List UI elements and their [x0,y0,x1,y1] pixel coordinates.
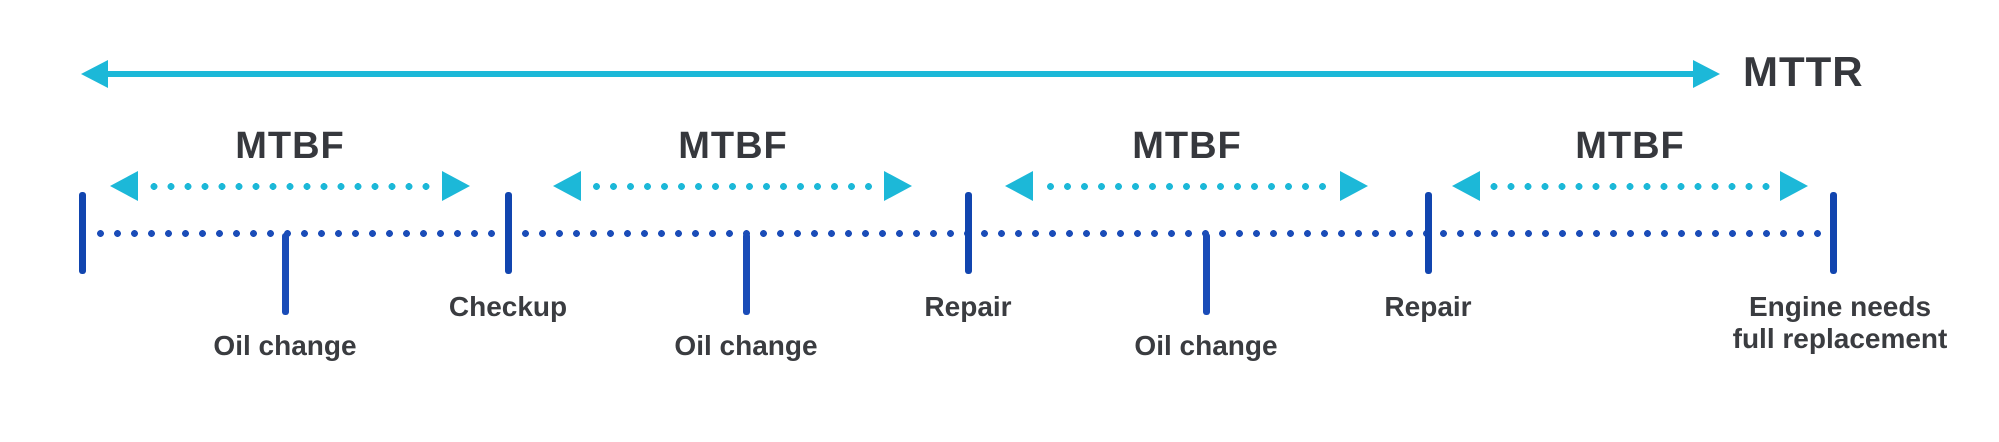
timeline-tick-replacement [1829,192,1837,274]
mtbf-dotted-line [1039,182,1334,190]
event-label-line-1: Engine needs [1748,291,1932,322]
mtbf-arrowhead-left-icon [1452,171,1480,201]
mtbf-arrowhead-right-icon [442,171,470,201]
timeline-tick-checkup [504,192,512,274]
event-label-oil-change-1: Oil change [213,330,357,361]
mtbf-arrowhead-left-icon [553,171,581,201]
timeline-tick-repair-2 [1424,192,1432,274]
oil-change-marker-3 [1202,233,1210,315]
mtbf-arrowhead-right-icon [1340,171,1368,201]
timeline-tick-repair-1 [964,192,972,274]
mtbf-arrow-1 [110,171,470,201]
mtbf-label-1: MTBF [235,125,345,167]
mtbf-arrowhead-right-icon [884,171,912,201]
mtbf-arrowhead-right-icon [1780,171,1808,201]
timeline-tick-start [78,192,86,274]
event-label-repair-1: Repair [924,291,1012,322]
mtbf-arrowhead-left-icon [1005,171,1033,201]
event-label-line-2: full replacement [1732,323,1948,354]
mtbf-arrow-2 [553,171,912,201]
oil-change-marker-2 [742,233,750,315]
event-label-oil-change-3: Oil change [1134,330,1278,361]
mtbf-label-2: MTBF [678,125,788,167]
event-label-oil-change-2: Oil change [674,330,818,361]
mtbf-dotted-line [144,182,436,190]
mttr-arrowhead-right-icon [1693,60,1720,88]
mttr-label: MTTR [1743,48,1864,95]
mtbf-dotted-line [587,182,878,190]
mttr-arrow-line [100,71,1700,77]
event-label-repair-2: Repair [1384,291,1472,322]
mtbf-label-3: MTBF [1132,125,1242,167]
mtbf-dotted-line [1486,182,1774,190]
mtbf-arrowhead-left-icon [110,171,138,201]
mtbf-label-4: MTBF [1575,125,1685,167]
event-label-engine-replacement: Engine needs full replacement [1710,291,1970,355]
mtbf-arrow-3 [1005,171,1368,201]
oil-change-marker-1 [281,233,289,315]
timeline-dotted-line [92,230,1826,237]
mtbf-arrow-4 [1452,171,1808,201]
event-label-checkup: Checkup [448,291,568,322]
